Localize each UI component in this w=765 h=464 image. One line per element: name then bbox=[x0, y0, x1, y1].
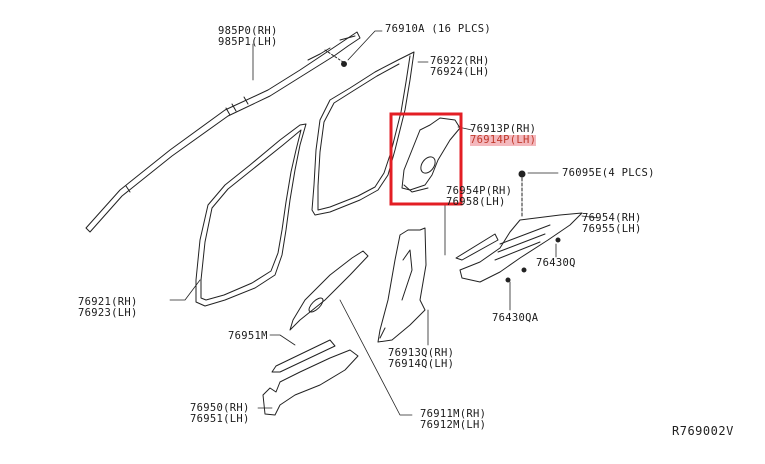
label-76950[interactable]: 76950(RH) 76951(LH) bbox=[190, 402, 250, 425]
label-76913q[interactable]: 76913Q(RH) 76914Q(LH) bbox=[388, 347, 455, 370]
diagram-reference-code: R769002V bbox=[672, 424, 734, 438]
upper-pillar-trim-76914p[interactable] bbox=[401, 117, 461, 193]
label-76954[interactable]: 76954(RH) 76955(LH) bbox=[582, 212, 642, 235]
label-76921[interactable]: 76921(RH) 76923(LH) bbox=[78, 296, 138, 319]
clip-76910a[interactable] bbox=[324, 49, 347, 67]
label-76910a[interactable]: 76910A (16 PLCS) bbox=[385, 23, 491, 35]
highlighted-part-number: 76914P(LH) bbox=[470, 134, 537, 146]
curtain-airbag-part[interactable] bbox=[85, 31, 361, 233]
label-76095e[interactable]: 76095E(4 PLCS) bbox=[562, 167, 655, 179]
front-kicking-plate[interactable] bbox=[262, 349, 359, 416]
label-76430q[interactable]: 76430Q bbox=[536, 257, 576, 269]
rear-door-weatherstrip[interactable] bbox=[311, 51, 415, 216]
label-76430qa[interactable]: 76430QA bbox=[492, 312, 539, 324]
clip-76095e[interactable] bbox=[518, 170, 526, 219]
front-pillar-lower-trim[interactable] bbox=[289, 250, 369, 331]
clip-76430qa[interactable] bbox=[505, 267, 527, 283]
clip-76430q[interactable] bbox=[555, 237, 561, 243]
leader-lines bbox=[169, 30, 599, 416]
lower-pillar-trim-76913q[interactable] bbox=[377, 227, 427, 343]
label-76922[interactable]: 76922(RH) 76924(LH) bbox=[430, 55, 490, 78]
highlight-box bbox=[389, 112, 463, 206]
label-76911m[interactable]: 76911M(RH) 76912M(LH) bbox=[420, 408, 487, 431]
front-scuff-strip[interactable] bbox=[271, 339, 336, 373]
label-76913p[interactable]: 76913P(RH) 76914P(LH) bbox=[470, 123, 537, 146]
rear-scuff-strip[interactable] bbox=[455, 233, 499, 261]
label-985p[interactable]: 985P0(RH) 985P1(LH) bbox=[218, 25, 278, 48]
label-76951m[interactable]: 76951M bbox=[228, 330, 268, 342]
label-76954p[interactable]: 76954P(RH) 76958(LH) bbox=[446, 185, 513, 208]
front-door-weatherstrip[interactable] bbox=[195, 123, 307, 307]
rear-kicking-plate[interactable] bbox=[459, 212, 583, 283]
